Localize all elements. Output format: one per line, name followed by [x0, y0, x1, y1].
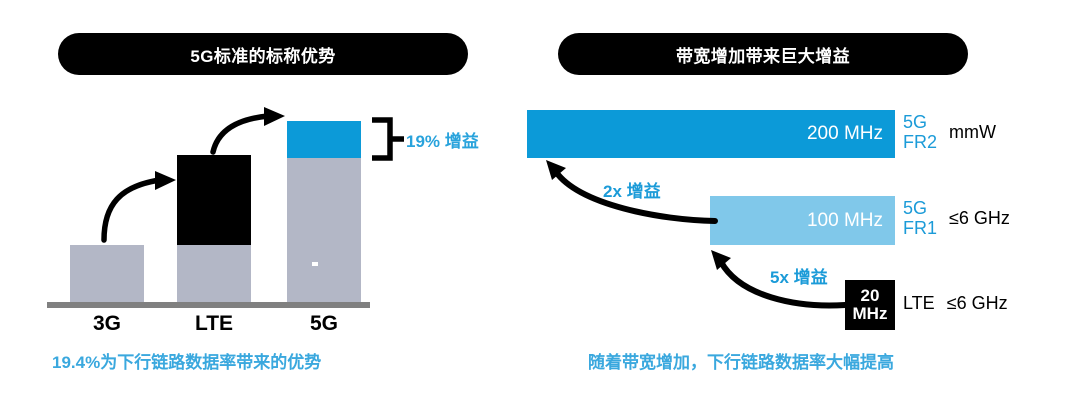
right-panel-caption: 随着带宽增加，下行链路数据率大幅提高 — [588, 353, 894, 372]
gain-2x-label: 2x 增益 — [603, 182, 661, 201]
bar-label-5g: 5G — [309, 312, 338, 335]
gain-5x-label: 5x 增益 — [770, 268, 828, 287]
legend-lte-tech: LTE — [903, 293, 935, 313]
right-panel-title-pill: 带宽增加带来巨大增益 — [558, 33, 968, 75]
bar-lte-increment-segment — [177, 155, 251, 245]
bar-5g-increment-segment — [287, 121, 361, 158]
legend-5g-fr1-tech-line2: FR1 — [903, 217, 938, 238]
legend-5g-fr1-band: ≤6 GHz — [949, 208, 1010, 229]
gain-bracket-icon — [372, 117, 404, 161]
bar-label-3g: 3G — [92, 312, 121, 335]
legend-5g-fr2-tech-line1: 5G — [903, 112, 928, 132]
left-panel: 5G标准的标称优势 3G LTE 5G 19% 增益 19. — [47, 33, 479, 372]
right-panel-title-text: 带宽增加带来巨大增益 — [676, 46, 850, 66]
legend-lte: LTE ≤6 GHz — [903, 293, 1008, 314]
legend-5g-fr2-tech-line2: FR2 — [903, 131, 938, 152]
chart-baseline — [47, 302, 370, 308]
bandwidth-bar-200mhz-value: 200 MHz — [806, 123, 883, 144]
bandwidth-bar-20mhz-value-line1: 20 — [860, 286, 880, 306]
bandwidth-bar-200mhz: 200 MHz — [527, 110, 895, 158]
legend-5g-fr1-tech-line1: 5G — [903, 198, 928, 218]
legend-5g-fr2-band: mmW — [949, 122, 996, 143]
left-panel-caption: 19.4%为下行链路数据率带来的优势 — [52, 353, 322, 372]
legend-5g-fr2-tech: 5G FR2 — [903, 112, 938, 153]
bandwidth-bar-100mhz-value: 100 MHz — [806, 209, 883, 231]
gain-19-percent-label: 19% 增益 — [406, 132, 479, 151]
bandwidth-bar-20mhz: 20 MHz — [845, 280, 895, 330]
legend-5g-fr1: 5G FR1 ≤6 GHz — [903, 198, 1010, 239]
bar-3g-base-segment — [70, 245, 144, 302]
legend-5g-fr2: 5G FR2 mmW — [903, 112, 996, 153]
right-panel: 带宽增加带来巨大增益 200 MHz 5G FR2 mmW 100 MHz 5G… — [527, 0, 1080, 408]
bar-label-lte: LTE — [194, 312, 234, 335]
arrow-lte-to-5g-icon — [210, 107, 285, 155]
bar-5g-base-segment — [287, 158, 361, 302]
bandwidth-bar-20mhz-value-line2: MHz — [852, 304, 888, 323]
bar-lte-base-segment — [177, 245, 251, 302]
legend-lte-band: ≤6 GHz — [946, 293, 1008, 313]
left-panel-title-text: 5G标准的标称优势 — [190, 46, 336, 66]
arrow-3g-to-lte-icon — [101, 171, 176, 243]
bar-5g-tick-mark — [312, 262, 318, 266]
left-panel-title-pill: 5G标准的标称优势 — [58, 33, 468, 75]
bandwidth-bar-100mhz: 100 MHz — [710, 196, 895, 245]
legend-5g-fr1-tech: 5G FR1 — [903, 198, 938, 239]
